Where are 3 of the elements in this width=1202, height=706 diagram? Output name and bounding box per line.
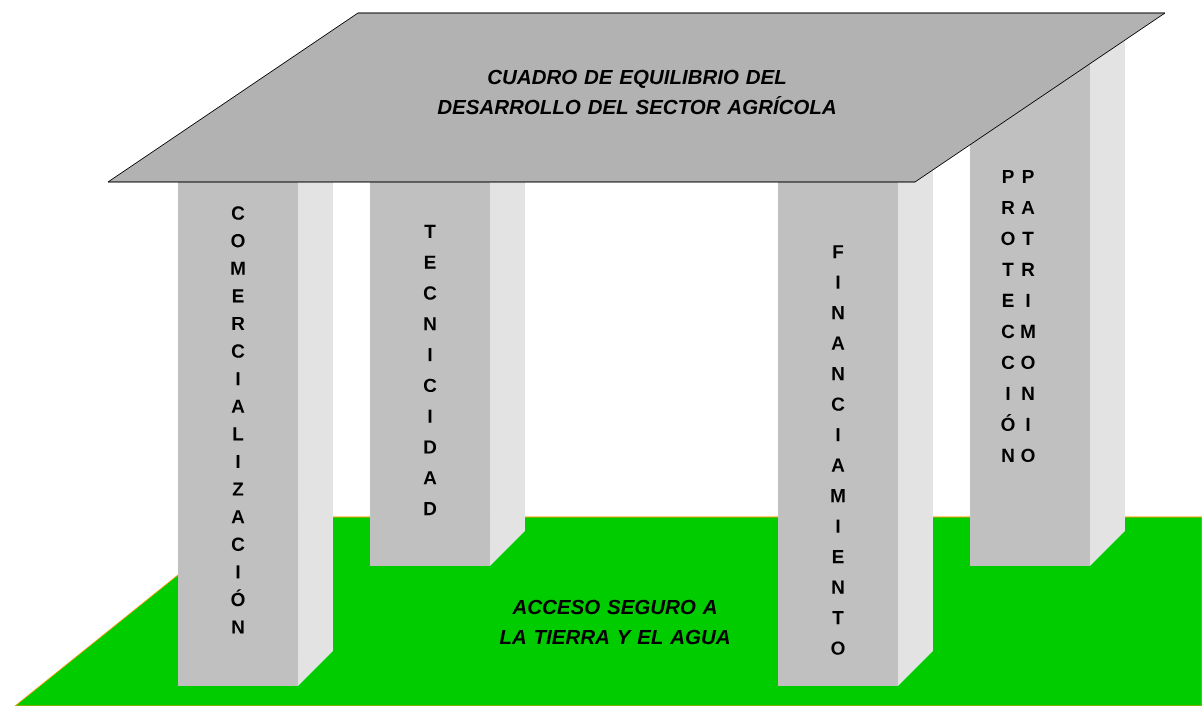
pillar: COMERCIALIZACIÓN — [178, 150, 333, 686]
pillar: FINANCIAMIENTO — [778, 150, 933, 686]
pillar: TECNICIDAD — [370, 150, 525, 566]
